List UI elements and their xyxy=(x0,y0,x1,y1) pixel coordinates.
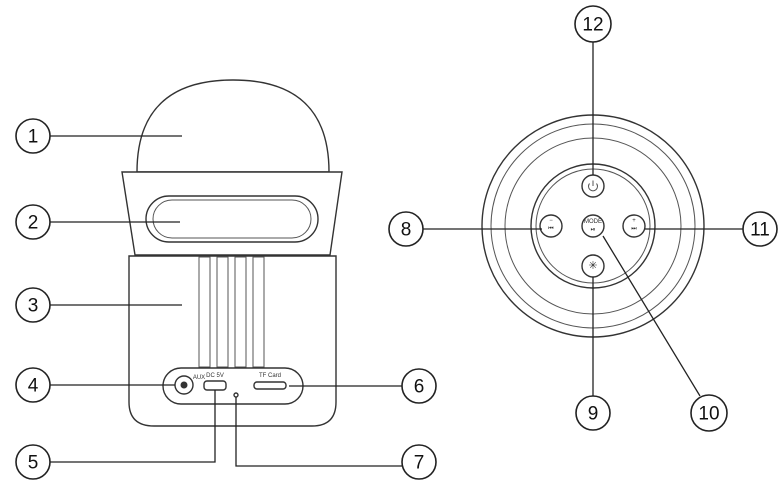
light-window xyxy=(145,195,319,243)
aux-jack-hole xyxy=(180,381,188,389)
callout-12: 12 xyxy=(574,5,612,43)
callout-7: 7 xyxy=(401,444,437,480)
light-button[interactable]: ✳ xyxy=(581,254,605,278)
dc-port xyxy=(203,380,227,391)
callout-10: 10 xyxy=(690,394,728,432)
callout-label: 6 xyxy=(414,377,425,398)
callout-9: 9 xyxy=(575,395,611,431)
previous-button[interactable]: − ⏮ xyxy=(539,214,563,238)
aux-label: AUX xyxy=(193,375,205,381)
callout-5: 5 xyxy=(15,444,51,480)
play-pause-icon: ⏯ xyxy=(591,227,596,233)
plus-icon: + xyxy=(632,218,636,224)
callout-label: 9 xyxy=(588,404,599,425)
next-button[interactable]: + ⏭ xyxy=(622,214,646,238)
leader-lines xyxy=(50,42,745,467)
callout-label: 12 xyxy=(582,15,603,36)
callout-label: 11 xyxy=(750,220,770,241)
callout-label: 2 xyxy=(28,213,39,234)
speaker-dome xyxy=(136,79,330,173)
power-icon xyxy=(588,180,598,192)
callout-3: 3 xyxy=(15,287,51,323)
mode-play-button[interactable]: MODE ⏯ xyxy=(581,214,605,238)
dc-label: DC 5V xyxy=(206,373,224,379)
next-icon: ⏭ xyxy=(631,226,637,232)
callout-1: 1 xyxy=(15,118,51,154)
tf-card-slot xyxy=(253,381,287,390)
indicator-hole xyxy=(233,392,239,398)
grille-slots xyxy=(198,256,265,368)
previous-icon: ⏮ xyxy=(548,226,554,232)
callout-8: 8 xyxy=(388,211,424,247)
callout-label: 8 xyxy=(401,220,412,241)
callout-label: 10 xyxy=(698,404,719,425)
light-window-inner xyxy=(152,199,312,239)
callout-label: 1 xyxy=(28,127,39,148)
power-button[interactable] xyxy=(581,174,605,198)
speaker-side-view: AUX DC 5V TF Card xyxy=(121,79,343,427)
callout-2: 2 xyxy=(15,204,51,240)
light-icon: ✳ xyxy=(588,260,597,272)
callout-6: 6 xyxy=(401,368,437,404)
callout-4: 4 xyxy=(15,367,51,403)
minus-icon: − xyxy=(549,218,553,224)
control-top-view: − ⏮ MODE ⏯ + ⏭ ✳ xyxy=(481,114,705,338)
callout-11: 11 xyxy=(742,211,778,247)
callout-label: 5 xyxy=(28,453,39,474)
tf-label: TF Card xyxy=(259,373,281,379)
mode-label: MODE xyxy=(584,219,602,225)
callout-label: 3 xyxy=(28,296,39,317)
callout-label: 4 xyxy=(28,376,39,397)
callout-label: 7 xyxy=(414,453,425,474)
